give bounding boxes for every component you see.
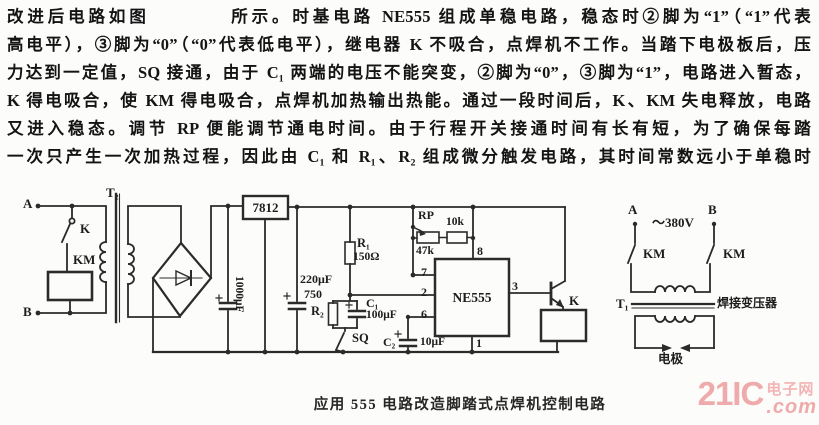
label-pin3: 3 [512, 279, 518, 293]
label-r1-value: 150Ω [353, 251, 380, 263]
label-r1: R₁ [357, 236, 370, 250]
label-7812: 7812 [252, 199, 279, 215]
label-electrode: 电极 [658, 352, 684, 366]
label-terminal-b: B [23, 304, 32, 319]
contactor-circuit [626, 221, 717, 293]
capacitor-c2 [394, 314, 436, 355]
capacitor-220uf [283, 204, 307, 355]
text-line: 改进后电路如图 所示。时基电路 NE555 组成单稳电路，稳态时②脚为“1”（“… [7, 7, 811, 26]
capacitor-1000uf [215, 203, 238, 355]
timing-resistors [410, 204, 476, 278]
label-km-coil: KM [73, 252, 96, 267]
regulator-7812 [241, 194, 566, 355]
label-rp-value: 47k [416, 245, 434, 257]
trigger-network [327, 292, 436, 355]
label-rp: RP [418, 208, 434, 222]
label-r2: R₂ [311, 304, 324, 318]
transformer-t2 [99, 192, 182, 324]
label-c2-value: 10μF [420, 336, 446, 348]
text-line: 高电平），③脚为“0”（“0”代表低电平），继电器 K 不吸合，点焊机不工作。当… [7, 35, 811, 54]
label-c2: C₂ [383, 335, 396, 349]
figure-caption: 应用 555 电路改造脚踏式点焊机控制电路 [313, 397, 607, 413]
text-line: K 得电吸合，使 KM 得电吸合，点焊机加热输出热能。通过一段时间后，K、KM … [7, 91, 811, 110]
label-10k: 10k [446, 216, 464, 228]
label-km-contact-left: KM [643, 246, 666, 261]
paragraph: 改进后电路如图 所示。时基电路 NE555 组成单稳电路，稳态时②脚为“1”（“… [7, 3, 811, 171]
ne555-ic [433, 257, 511, 355]
label-c1: C₁ [366, 296, 379, 310]
text-line: 力达到一定值，SQ 接通，由于 C₁ 两端的电压不能突变，②脚为“0”，③脚为“… [7, 63, 811, 82]
label-pin6: 6 [421, 307, 427, 321]
resistor-r1 [344, 204, 356, 296]
text-line: 又进入稳态。调节 RP 便能调节通电时间。由于行程开关接通时间有长有短，为了确保… [7, 119, 811, 138]
label-welding-transformer: 焊接变压器 [717, 296, 778, 310]
label-aux-terminal-a: A [628, 202, 638, 217]
label-pin7: 7 [421, 265, 427, 279]
mains-input-section [35, 203, 107, 316]
watermark-brand: 21IC [697, 375, 765, 412]
bridge-rectifier [151, 205, 244, 353]
watermark-tag: 电子网 [766, 381, 815, 398]
label-1000uf: 1000μF [233, 276, 245, 313]
label-aux-terminal-b: B [708, 202, 717, 217]
text-line: 一次只产生一次加热过程，因此由 C₁ 和 R₁、R₂ 组成微分触发电路，其时间常… [7, 147, 811, 166]
relay-k [539, 308, 588, 353]
label-sq: SQ [352, 331, 369, 345]
output-transistor [508, 206, 567, 311]
label-220uf: 220μF [300, 272, 333, 286]
label-380v: ～380V [652, 215, 694, 230]
welding-transformer-t1 [630, 302, 716, 352]
label-switch-k: K [80, 221, 91, 236]
label-ne555: NE555 [452, 289, 492, 305]
label-750: 750 [304, 287, 322, 301]
label-km-contact-right: KM [723, 246, 746, 261]
label-transformer-t1: T₁ [616, 296, 629, 311]
label-transformer-t2: T₂ [106, 185, 119, 200]
label-pin2: 2 [421, 285, 427, 299]
label-terminal-a: A [23, 196, 33, 211]
label-c1-value: 100μF [366, 309, 397, 321]
watermark: 21IC 电子网 .com [697, 375, 817, 419]
label-pin8: 8 [477, 244, 483, 258]
label-pin1: 1 [476, 336, 482, 350]
watermark-suffix: .com [766, 396, 817, 418]
label-relay-k: K [569, 293, 580, 308]
